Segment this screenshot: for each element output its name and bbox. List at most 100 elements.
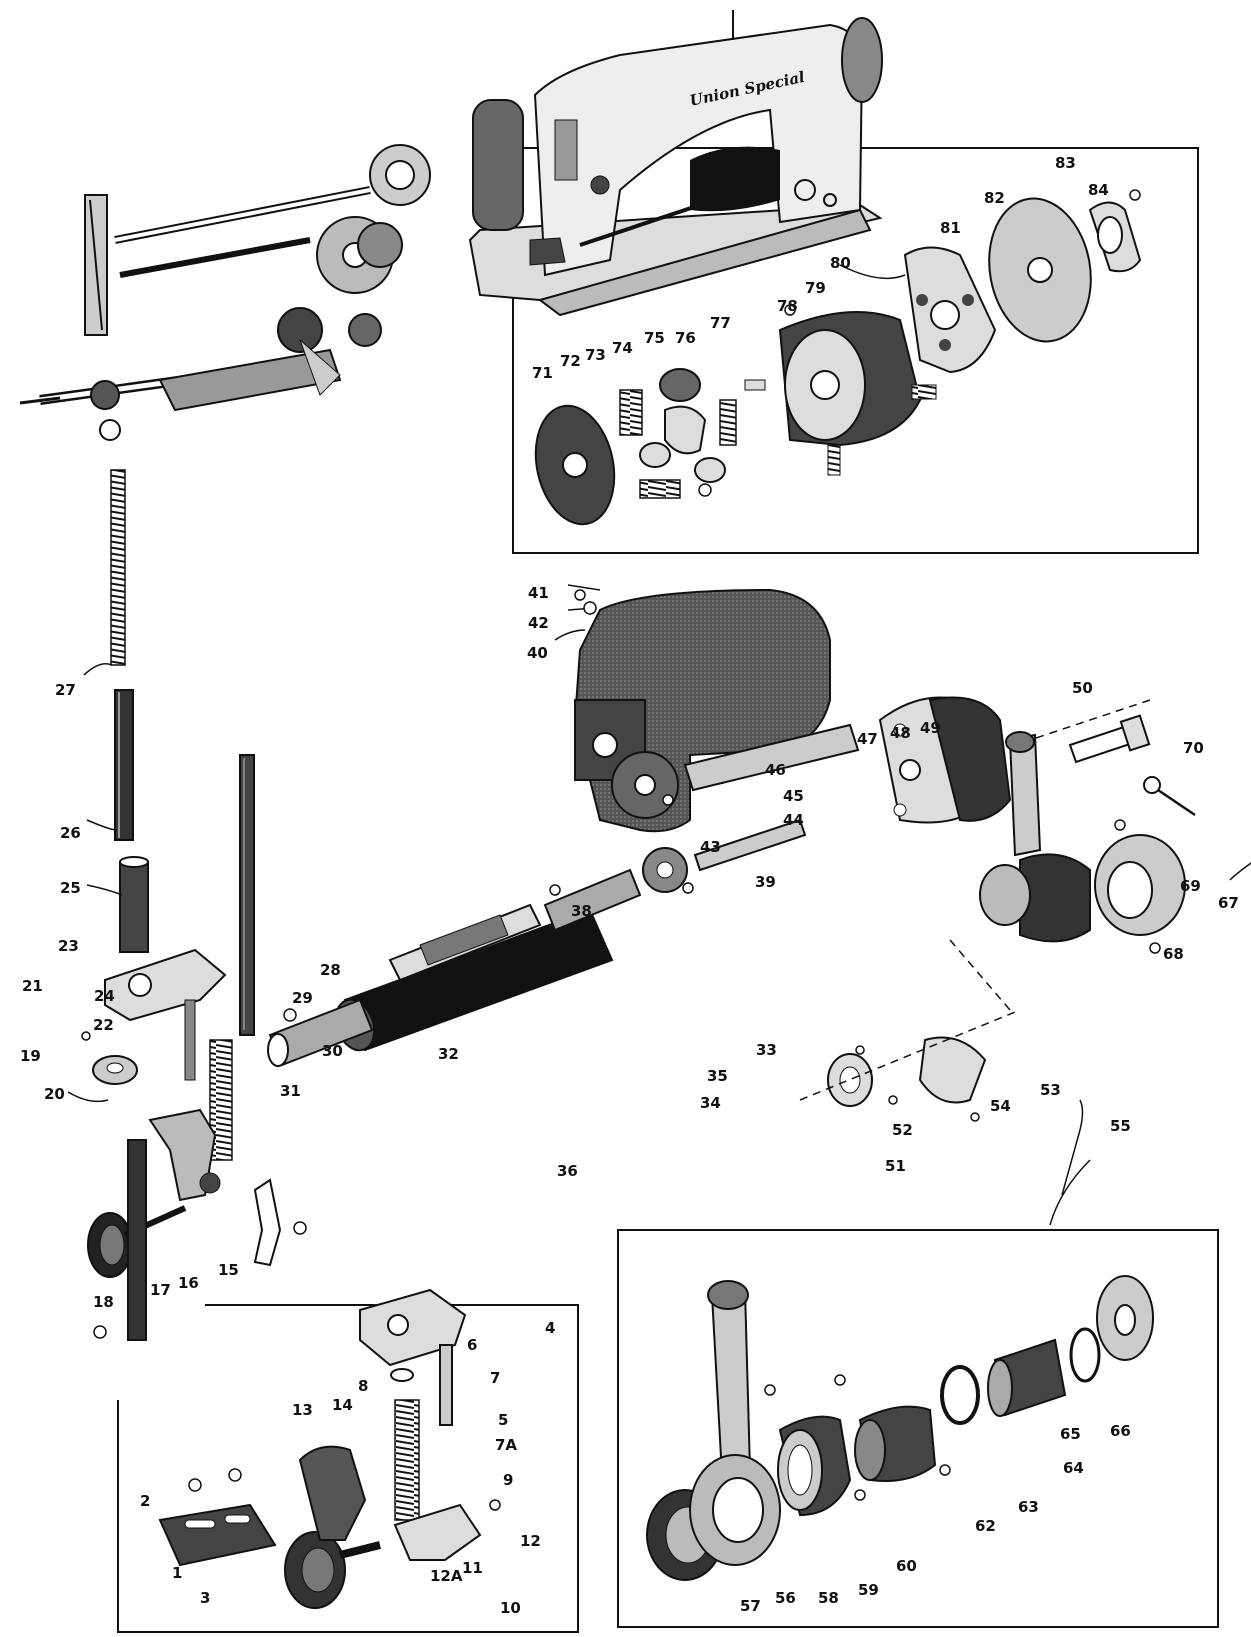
callout-54: 54 — [990, 1097, 1011, 1115]
callout-51: 51 — [885, 1157, 906, 1175]
callout-3: 3 — [200, 1589, 211, 1607]
callout-76: 76 — [675, 329, 696, 347]
callout-1: 1 — [172, 1564, 183, 1582]
callout-49: 49 — [920, 719, 941, 737]
callout-64: 64 — [1063, 1459, 1084, 1477]
callout-40: 40 — [527, 644, 548, 662]
callout-19: 19 — [20, 1047, 41, 1065]
guide-10 — [148, 1108, 221, 1202]
bracket-21 — [104, 948, 227, 1081]
hub-83-84 — [1088, 201, 1142, 273]
collar-66 — [1096, 1275, 1154, 1361]
lever-13 — [298, 1445, 367, 1541]
gear-37 — [611, 751, 679, 819]
callout-37: 37 — [557, 939, 578, 957]
callout-55: 55 — [1110, 1117, 1131, 1135]
callout-16: 16 — [178, 1274, 199, 1292]
friction-disc-82 — [988, 197, 1092, 343]
inset-frame-bottom-right — [617, 1229, 1219, 1628]
callout-69: 69 — [1180, 877, 1201, 895]
rod-17 — [127, 1139, 147, 1341]
connecting-rod-55 — [979, 731, 1091, 943]
callout-8: 8 — [358, 1377, 369, 1395]
shaft-39 — [683, 723, 860, 792]
callout-18: 18 — [93, 1293, 114, 1311]
callout-45: 45 — [783, 787, 804, 805]
callout-44: 44 — [783, 811, 804, 829]
callout-17: 17 — [150, 1281, 171, 1299]
callout-52: 52 — [892, 1121, 913, 1139]
callout-5: 5 — [498, 1411, 509, 1429]
callout-48: 48 — [890, 724, 911, 742]
gear-34 — [642, 847, 688, 893]
collar-19 — [92, 1055, 138, 1085]
inset-frame-bottom-left — [117, 1304, 579, 1633]
callout-25: 25 — [60, 879, 81, 897]
callout-60: 60 — [896, 1557, 917, 1575]
callout-14: 14 — [332, 1396, 353, 1414]
spring-9-inset — [390, 1368, 420, 1521]
callout-57: 57 — [740, 1597, 761, 1615]
callout-10: 10 — [500, 1599, 521, 1617]
coupling-30-left — [267, 998, 374, 1067]
callout-15: 15 — [218, 1261, 239, 1279]
callout-66: 66 — [1110, 1422, 1131, 1440]
callout-4: 4 — [545, 1319, 556, 1337]
shaft-32 — [388, 903, 542, 982]
callout-29: 29 — [292, 989, 313, 1007]
callout-65: 65 — [1060, 1425, 1081, 1443]
bolt-50 — [1068, 714, 1151, 764]
rod-26 — [114, 689, 134, 841]
callout-9: 9 — [503, 1471, 514, 1489]
callout-71: 71 — [532, 364, 553, 382]
callout-53: 53 — [1040, 1081, 1061, 1099]
clutch-housing-78 — [778, 311, 937, 476]
callout-24: 24 — [94, 987, 115, 1005]
callout-67: 67 — [1218, 894, 1239, 912]
foot-1 — [158, 1503, 277, 1567]
callout-62: 62 — [975, 1517, 996, 1535]
callout-70: 70 — [1183, 739, 1204, 757]
callout-72: 72 — [560, 352, 581, 370]
callout-13: 13 — [292, 1401, 313, 1419]
callout-27: 27 — [55, 681, 76, 699]
clutch-plate-80-81 — [903, 246, 997, 374]
callout-83: 83 — [1055, 154, 1076, 172]
callout-6: 6 — [467, 1336, 478, 1354]
rod-56 — [689, 1280, 781, 1566]
callout-68: 68 — [1163, 945, 1184, 963]
callout-30: 30 — [322, 1042, 343, 1060]
callout-12: 12 — [520, 1532, 541, 1550]
callout-2: 2 — [140, 1492, 151, 1510]
spring-27 — [110, 469, 126, 666]
knob-3 — [284, 1531, 381, 1609]
callout-11: 11 — [462, 1559, 483, 1577]
pin-70 — [1143, 776, 1196, 817]
callout-21: 21 — [22, 977, 43, 995]
bracket-4 — [359, 1288, 467, 1426]
sleeve-25 — [119, 856, 149, 953]
callout-35: 35 — [707, 1067, 728, 1085]
callout-84: 84 — [1088, 181, 1109, 199]
spring-9 — [209, 1039, 233, 1161]
coupling-30-right — [543, 868, 642, 932]
collar-58 — [777, 1415, 852, 1517]
screws — [81, 189, 1161, 1511]
eccentric-sleeve — [854, 1405, 937, 1482]
callout-50: 50 — [1072, 679, 1093, 697]
callout-26: 26 — [60, 824, 81, 842]
callout-43: 43 — [700, 838, 721, 856]
lever-15 — [253, 1178, 282, 1267]
leader-dash-55 — [799, 699, 1151, 1101]
callout-12a: 12A — [430, 1567, 463, 1585]
callout-46: 46 — [765, 761, 786, 779]
callout-28: 28 — [320, 961, 341, 979]
spring-ring-63 — [940, 1365, 980, 1425]
callout-20: 20 — [44, 1085, 65, 1103]
leader-lines — [67, 264, 1251, 1226]
callout-39: 39 — [755, 873, 776, 891]
callout-22: 22 — [93, 1016, 114, 1034]
callout-31: 31 — [280, 1082, 301, 1100]
eccentric-67 — [1094, 834, 1186, 936]
